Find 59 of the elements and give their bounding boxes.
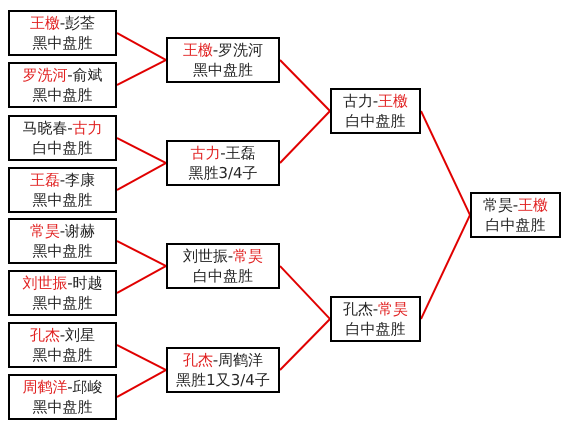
players-text: 古力-王檄: [342, 91, 408, 111]
bracket-line: [116, 162, 166, 191]
players-text: 常昊-谢赫: [30, 221, 96, 241]
players-text: 王磊-李康: [30, 170, 96, 190]
players-text: 王檄-彭荃: [30, 13, 96, 33]
result-text: 白中盘胜: [32, 138, 92, 158]
bracket-line: [116, 344, 166, 371]
bracket-line: [420, 214, 471, 320]
bracket-line: [279, 110, 331, 164]
result-text: 白中盘胜: [193, 266, 253, 286]
bracket-line: [116, 369, 166, 398]
bracket-line: [279, 59, 331, 112]
match-box: [330, 296, 421, 342]
bracket-line: [116, 265, 166, 294]
players-text: 马晓春-古力: [22, 118, 103, 138]
match-box: [8, 115, 117, 161]
match-box: [8, 10, 117, 56]
result-text: 白中盘胜: [346, 319, 406, 339]
match-box: [470, 192, 561, 238]
players-text: 刘世振-时越: [22, 273, 103, 293]
result-text: 黑中盘胜: [32, 345, 92, 365]
result-text: 黑中盘胜: [32, 33, 92, 53]
match-box: [8, 167, 117, 213]
result-text: 黑中盘胜: [193, 60, 253, 80]
bracket-line: [116, 59, 166, 86]
bracket-line: [279, 318, 331, 371]
result-text: 黑中盘胜: [32, 397, 92, 417]
bracket-line: [420, 110, 471, 216]
players-text: 刘世振-常昊: [182, 246, 264, 266]
result-text: 白中盘胜: [346, 111, 406, 131]
match-box: [8, 218, 117, 264]
players-text: 周鹤洋-邱峻: [22, 377, 103, 397]
result-text: 黑中盘胜: [32, 241, 92, 261]
result-text: 黑胜3/4子: [188, 163, 258, 183]
match-box: [330, 88, 421, 134]
bracket-line: [116, 32, 166, 61]
match-box: [166, 140, 280, 186]
match-box: [166, 347, 280, 393]
players-text: 王檄-罗洗河: [182, 40, 264, 60]
match-box: [8, 322, 117, 368]
result-text: 黑中盘胜: [32, 190, 92, 210]
players-text: 常昊-王檄: [482, 195, 548, 215]
match-box: [166, 37, 280, 83]
match-box: [8, 62, 117, 108]
players-text: 孔杰-常昊: [342, 299, 408, 319]
result-text: 黑胜1又3/4子: [176, 370, 270, 390]
result-text: 白中盘胜: [486, 215, 546, 235]
result-text: 黑中盘胜: [32, 85, 92, 105]
players-text: 孔杰-周鹤洋: [182, 350, 264, 370]
bracket-line: [116, 240, 166, 267]
bracket-line: [116, 137, 166, 164]
players-text: 罗洗河-俞斌: [22, 65, 103, 85]
match-box: [8, 270, 117, 316]
players-text: 孔杰-刘星: [30, 325, 96, 345]
players-text: 古力-王磊: [190, 143, 256, 163]
bracket-line: [279, 265, 331, 320]
match-box: [166, 243, 280, 289]
match-box: [8, 374, 117, 420]
result-text: 黑中盘胜: [32, 293, 92, 313]
